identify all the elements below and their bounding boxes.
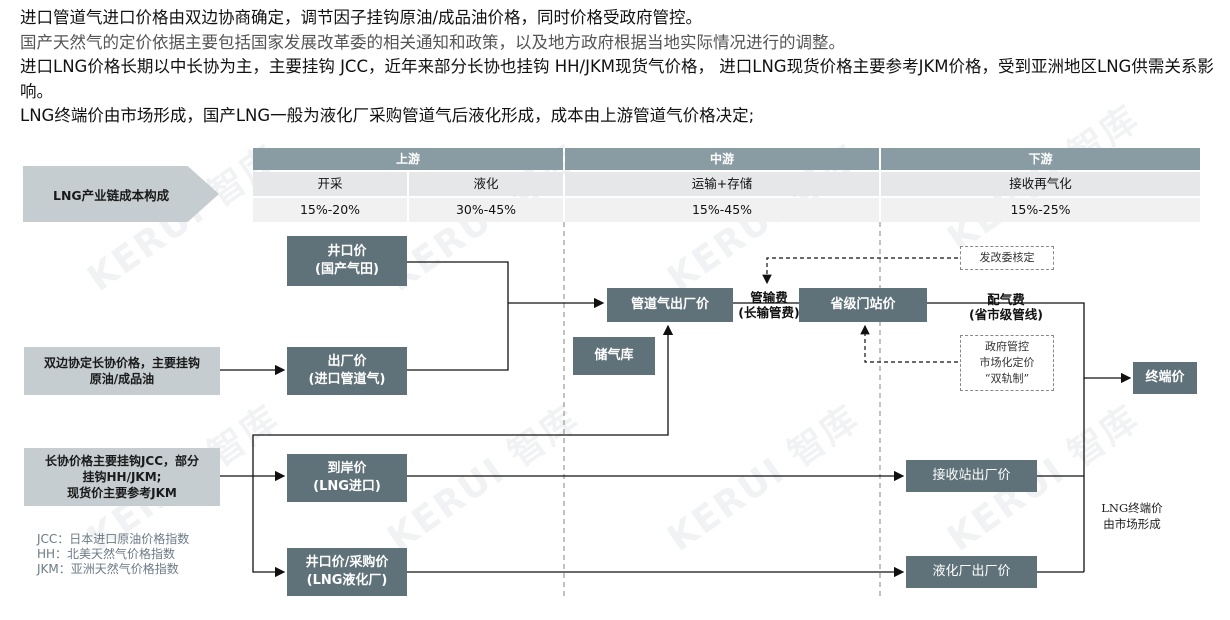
wellhead-price-box: 井口价 (国产气田)	[287, 236, 407, 286]
stage-mining: 开采	[253, 172, 407, 196]
share-regasification: 15%-25%	[881, 198, 1200, 222]
header-downstream: 下游	[881, 148, 1200, 170]
bilateral-contract-source: 双边协定长协价格，主要挂钩 原油/成品油	[24, 347, 220, 395]
legend-jkm: JKM：亚洲天然气价格指数	[37, 562, 179, 576]
liquefaction-exfactory-price-box: 液化厂出厂价	[906, 556, 1037, 588]
share-mining: 15%-20%	[253, 198, 407, 222]
share-transport-storage: 15%-45%	[565, 198, 879, 222]
legend-hh: HH：北美天然气价格指数	[37, 547, 176, 561]
stage-regasification: 接收再气化	[881, 172, 1200, 196]
cost-structure-label: LNG产业链成本构成	[23, 166, 219, 222]
lng-plant-price-box: 井口价/采购价 (LNG液化厂)	[287, 548, 407, 596]
intro-line-1: 进口管道气进口价格由双边协商确定，调节因子挂钩原油/成品油价格，同时价格受政府管…	[20, 8, 703, 27]
distribution-fee-label: 配气费 (省市级管线)	[969, 292, 1043, 322]
end-price-box: 终端价	[1133, 362, 1197, 394]
government-control-note: 政府管控 市场化定价 “双轨制”	[960, 335, 1054, 391]
longterm-contract-source: 长协价格主要挂钩JCC，部分 挂钩HH/JKM; 现货价主要参考JKM	[24, 448, 220, 506]
intro-line-3: 进口LNG价格长期以中长协为主，主要挂钩 JCC，近年来部分长协也挂钩 HH/J…	[20, 57, 1214, 101]
share-liquefaction: 30%-45%	[409, 198, 563, 222]
intro-line-4: LNG终端价由市场形成，国产LNG一般为液化厂采购管道气后液化形成，成本由上游管…	[20, 106, 755, 125]
stage-liquefaction: 液化	[409, 172, 563, 196]
city-gate-price-box: 省级门站价	[799, 288, 927, 322]
abbreviation-legend: JCC：日本进口原油价格指数 HH：北美天然气价格指数 JKM：亚洲天然气价格指…	[37, 532, 189, 577]
ndrc-approval-note: 发改委核定	[960, 246, 1054, 270]
pipeline-exfactory-price-box: 管道气出厂价	[607, 288, 733, 322]
lng-end-price-note: LNG终端价 由市场形成	[1101, 501, 1163, 531]
transport-fee-label: 管输费 (长输管费)	[738, 290, 800, 320]
header-upstream: 上游	[253, 148, 563, 170]
legend-jcc: JCC：日本进口原油价格指数	[37, 532, 190, 546]
header-midstream: 中游	[565, 148, 879, 170]
landed-price-box: 到岸价 (LNG进口)	[287, 454, 407, 502]
factory-price-box: 出厂价 (进口管道气)	[287, 347, 407, 395]
stage-transport-storage: 运输+存储	[565, 172, 879, 196]
intro-text: 进口管道气进口价格由双边协商确定，调节因子挂钩原油/成品油价格，同时价格受政府管…	[20, 6, 1215, 129]
intro-line-2: 国产天然气的定价依据主要包括国家发展改革委的相关通知和政策，以及地方政府根据当地…	[20, 32, 845, 52]
terminal-exfactory-price-box: 接收站出厂价	[906, 460, 1037, 492]
gas-storage-box: 储气库	[573, 337, 655, 375]
